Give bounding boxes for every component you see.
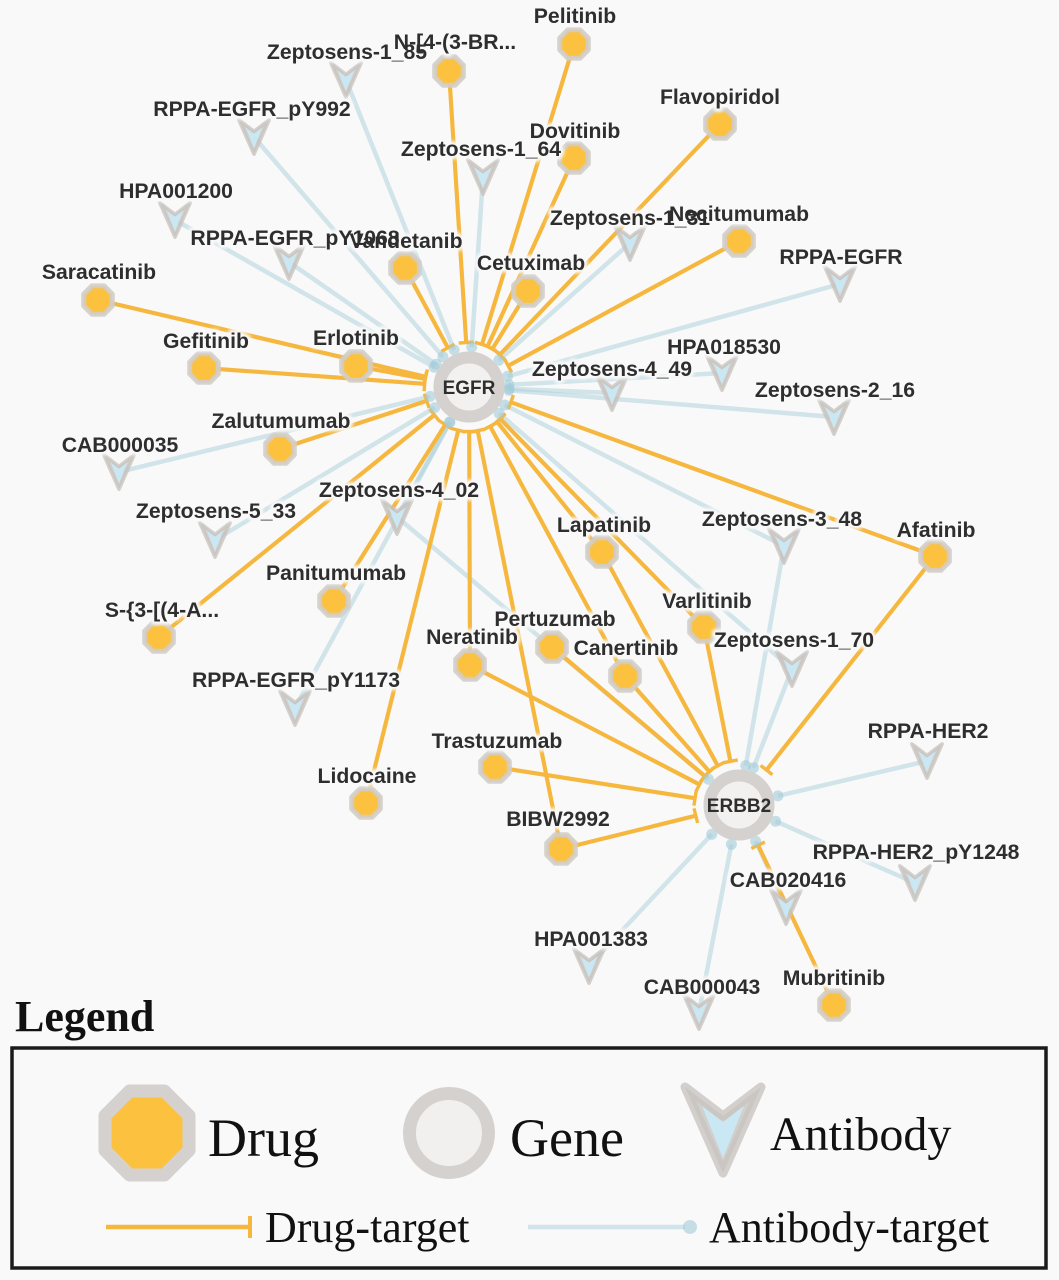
svg-text:ERBB2: ERBB2: [707, 796, 771, 817]
svg-text:Legend: Legend: [15, 992, 154, 1041]
svg-text:CAB000035: CAB000035: [62, 434, 179, 457]
svg-text:Afatinib: Afatinib: [897, 519, 976, 542]
svg-text:Saracatinib: Saracatinib: [42, 261, 156, 284]
svg-text:HPA001383: HPA001383: [534, 928, 648, 951]
svg-text:Zeptosens-1_85: Zeptosens-1_85: [267, 41, 427, 64]
svg-text:Antibody-target: Antibody-target: [709, 1203, 989, 1252]
svg-text:Pertuzumab: Pertuzumab: [494, 608, 615, 631]
svg-text:CAB000043: CAB000043: [644, 976, 761, 999]
svg-text:Zeptosens-3_48: Zeptosens-3_48: [702, 508, 862, 531]
svg-text:Zalutumumab: Zalutumumab: [212, 410, 351, 433]
svg-text:Neratinib: Neratinib: [426, 626, 518, 649]
svg-text:Zeptosens-1_31: Zeptosens-1_31: [550, 207, 710, 230]
svg-text:Pelitinib: Pelitinib: [534, 5, 616, 28]
svg-text:S-{3-[(4-A...: S-{3-[(4-A...: [105, 599, 219, 622]
svg-text:Erlotinib: Erlotinib: [313, 327, 399, 350]
svg-text:Necitumumab: Necitumumab: [669, 203, 809, 226]
svg-text:Necitumumab: Necitumumab: [669, 203, 809, 226]
svg-text:Gefitinib: Gefitinib: [163, 330, 249, 353]
svg-text:Canertinib: Canertinib: [574, 637, 679, 660]
svg-text:Mubritinib: Mubritinib: [783, 967, 885, 990]
svg-text:Varlitinib: Varlitinib: [662, 590, 752, 613]
svg-text:CAB020416: CAB020416: [730, 869, 847, 892]
svg-text:RPPA-EGFR: RPPA-EGFR: [779, 246, 902, 269]
svg-text:Afatinib: Afatinib: [897, 519, 976, 542]
svg-text:Cetuximab: Cetuximab: [477, 252, 585, 275]
svg-text:RPPA-HER2: RPPA-HER2: [868, 720, 989, 743]
svg-text:Lidocaine: Lidocaine: [318, 765, 417, 788]
svg-text:RPPA-HER2: RPPA-HER2: [868, 720, 989, 743]
svg-text:Erlotinib: Erlotinib: [313, 327, 399, 350]
svg-text:RPPA-EGFR_pY992: RPPA-EGFR_pY992: [153, 98, 350, 121]
svg-text:Saracatinib: Saracatinib: [42, 261, 156, 284]
svg-text:Zeptosens-1_85: Zeptosens-1_85: [267, 41, 427, 64]
svg-text:Gene: Gene: [510, 1108, 624, 1168]
svg-text:Lapatinib: Lapatinib: [557, 514, 651, 537]
svg-text:N-[4-(3-BR...: N-[4-(3-BR...: [394, 31, 516, 54]
svg-text:Zeptosens-4_02: Zeptosens-4_02: [319, 479, 479, 502]
svg-text:RPPA-EGFR_pY1173: RPPA-EGFR_pY1173: [192, 669, 400, 692]
svg-text:EGFR: EGFR: [443, 378, 496, 399]
svg-text:Cetuximab: Cetuximab: [477, 252, 585, 275]
svg-text:Flavopiridol: Flavopiridol: [660, 86, 780, 109]
svg-text:BIBW2992: BIBW2992: [506, 808, 610, 831]
svg-text:Trastuzumab: Trastuzumab: [432, 730, 563, 753]
svg-text:Zeptosens-3_48: Zeptosens-3_48: [702, 508, 862, 531]
svg-text:RPPA-EGFR_pY1068: RPPA-EGFR_pY1068: [190, 227, 399, 250]
svg-text:Zeptosens-1_64: Zeptosens-1_64: [401, 138, 561, 161]
svg-text:Zeptosens-1_64: Zeptosens-1_64: [401, 138, 561, 161]
svg-text:HPA018530: HPA018530: [667, 336, 781, 359]
svg-text:Vandetanib: Vandetanib: [349, 230, 462, 253]
svg-text:Zeptosens-4_49: Zeptosens-4_49: [532, 358, 692, 381]
svg-text:RPPA-EGFR: RPPA-EGFR: [779, 246, 902, 269]
svg-text:Zeptosens-5_33: Zeptosens-5_33: [136, 500, 296, 523]
svg-text:Dovitinib: Dovitinib: [530, 120, 621, 143]
svg-text:Zeptosens-1_70: Zeptosens-1_70: [714, 629, 874, 652]
svg-text:Zalutumumab: Zalutumumab: [212, 410, 351, 433]
svg-text:Varlitinib: Varlitinib: [662, 590, 752, 613]
svg-text:HPA001200: HPA001200: [119, 180, 233, 203]
svg-text:S-{3-[(4-A...: S-{3-[(4-A...: [105, 599, 219, 622]
svg-text:CAB000043: CAB000043: [644, 976, 761, 999]
svg-text:RPPA-EGFR_pY1173: RPPA-EGFR_pY1173: [192, 669, 400, 692]
svg-text:Flavopiridol: Flavopiridol: [660, 86, 780, 109]
svg-text:Antibody: Antibody: [770, 1108, 951, 1161]
svg-text:CAB020416: CAB020416: [730, 869, 847, 892]
svg-text:Zeptosens-5_33: Zeptosens-5_33: [136, 500, 296, 523]
svg-text:BIBW2992: BIBW2992: [506, 808, 610, 831]
svg-text:Vandetanib: Vandetanib: [349, 230, 462, 253]
svg-text:Pelitinib: Pelitinib: [534, 5, 616, 28]
svg-text:Lidocaine: Lidocaine: [318, 765, 417, 788]
svg-text:CAB000035: CAB000035: [62, 434, 179, 457]
svg-text:Zeptosens-4_49: Zeptosens-4_49: [532, 358, 692, 381]
svg-text:Dovitinib: Dovitinib: [530, 120, 621, 143]
svg-text:RPPA-HER2_pY1248: RPPA-HER2_pY1248: [813, 841, 1020, 864]
svg-text:Panitumumab: Panitumumab: [266, 562, 406, 585]
svg-text:RPPA-EGFR_pY992: RPPA-EGFR_pY992: [153, 98, 350, 121]
svg-text:Pertuzumab: Pertuzumab: [494, 608, 615, 631]
svg-text:Neratinib: Neratinib: [426, 626, 518, 649]
svg-text:Canertinib: Canertinib: [574, 637, 679, 660]
svg-text:Drug: Drug: [208, 1108, 319, 1168]
svg-text:Zeptosens-2_16: Zeptosens-2_16: [755, 379, 915, 402]
svg-text:Zeptosens-1_70: Zeptosens-1_70: [714, 629, 874, 652]
svg-text:Mubritinib: Mubritinib: [783, 967, 885, 990]
svg-text:Gefitinib: Gefitinib: [163, 330, 249, 353]
svg-text:Zeptosens-4_02: Zeptosens-4_02: [319, 479, 479, 502]
svg-text:HPA001200: HPA001200: [119, 180, 233, 203]
svg-text:HPA001383: HPA001383: [534, 928, 648, 951]
svg-text:Drug-target: Drug-target: [265, 1203, 469, 1252]
svg-text:RPPA-HER2_pY1248: RPPA-HER2_pY1248: [813, 841, 1020, 864]
svg-text:RPPA-EGFR_pY1068: RPPA-EGFR_pY1068: [190, 227, 399, 250]
svg-text:HPA018530: HPA018530: [667, 336, 781, 359]
svg-text:Trastuzumab: Trastuzumab: [432, 730, 563, 753]
svg-text:Panitumumab: Panitumumab: [266, 562, 406, 585]
svg-text:Lapatinib: Lapatinib: [557, 514, 651, 537]
svg-text:Zeptosens-2_16: Zeptosens-2_16: [755, 379, 915, 402]
svg-text:N-[4-(3-BR...: N-[4-(3-BR...: [394, 31, 516, 54]
svg-text:Zeptosens-1_31: Zeptosens-1_31: [550, 207, 710, 230]
